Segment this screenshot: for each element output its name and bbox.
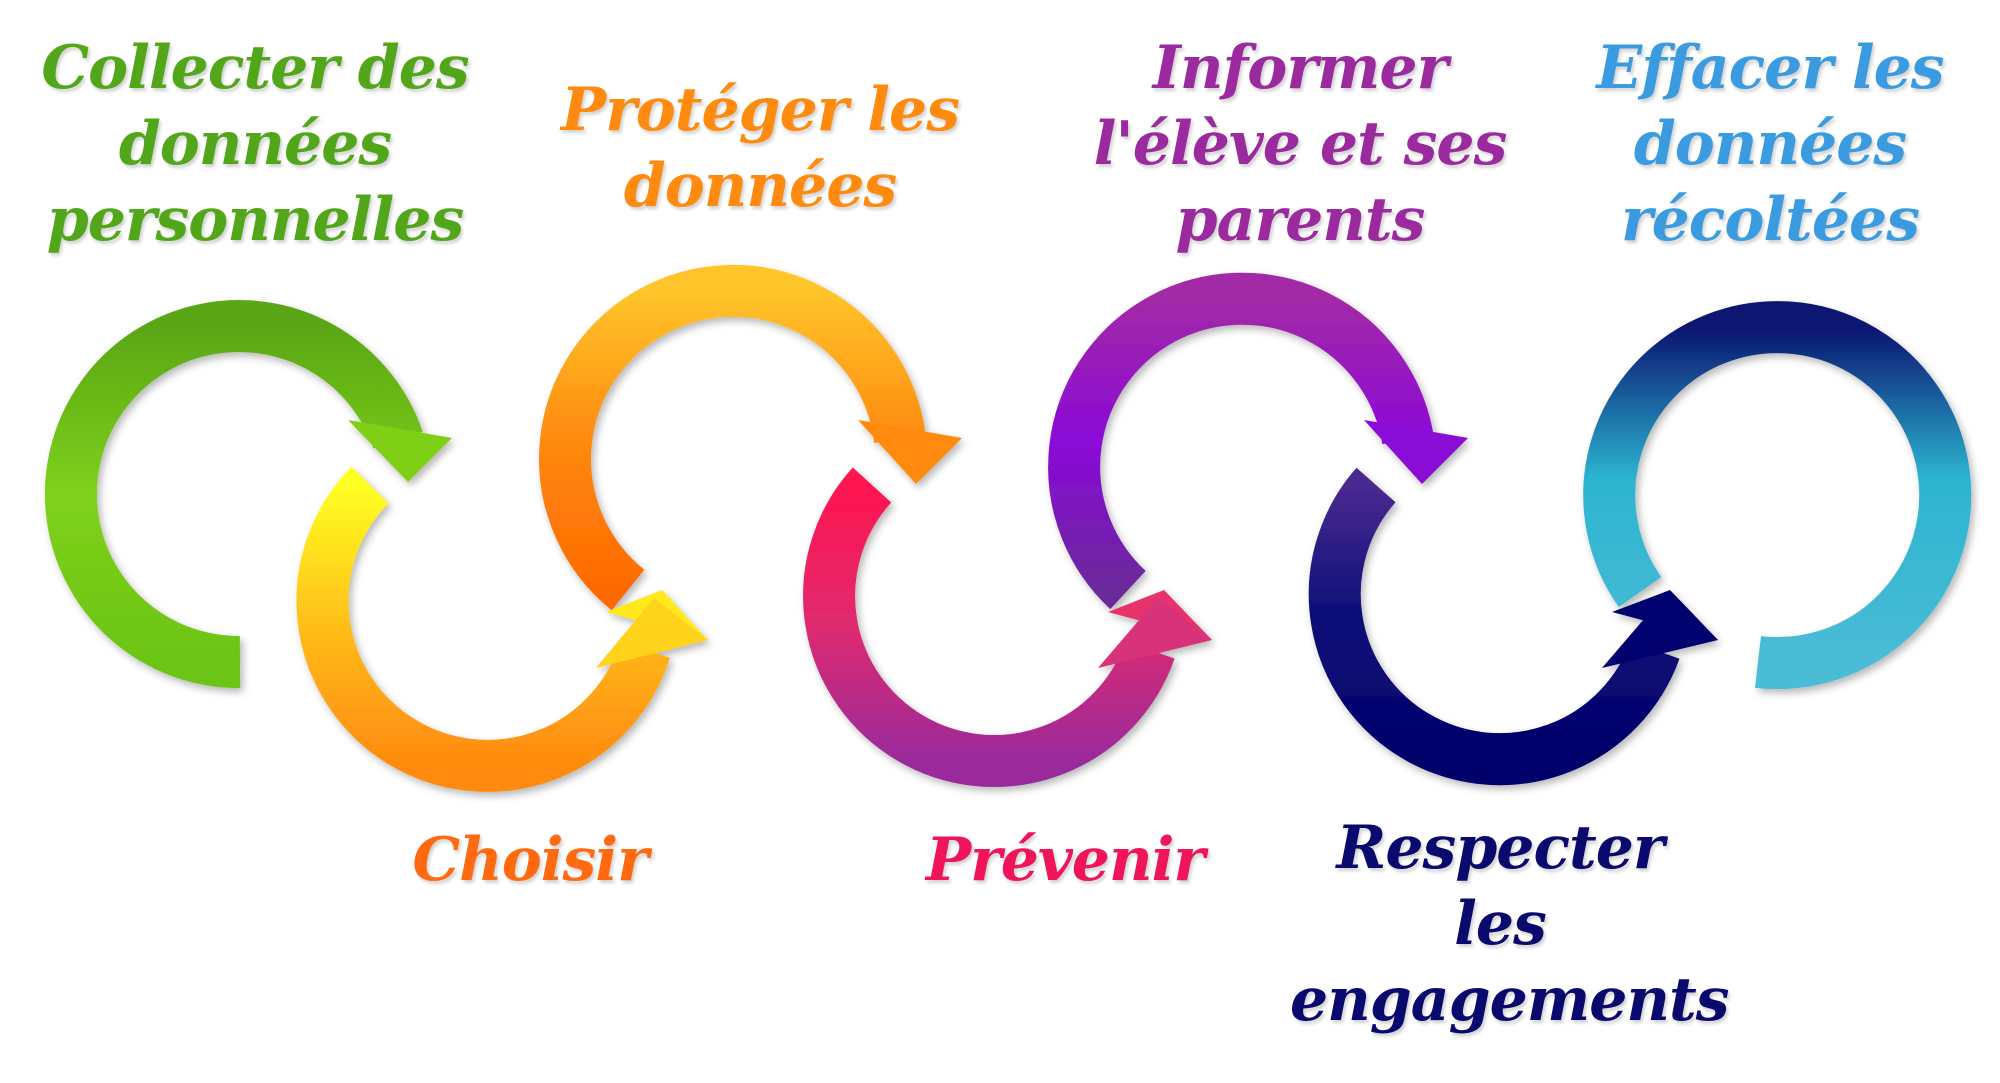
label-respecter: Respecter les engagements xyxy=(1290,813,1730,1035)
label-prevenir: Prévenir xyxy=(926,825,1205,895)
label-proteger: Protéger les données xyxy=(560,75,960,221)
arrow-informer xyxy=(1048,272,1468,610)
arrow-respecter xyxy=(1308,467,1718,786)
arrow-prevenir xyxy=(803,467,1212,787)
arrow-effacer xyxy=(1583,301,1972,690)
label-effacer: Effacer les données récoltées xyxy=(1596,33,1944,255)
arrow-proteger xyxy=(539,264,962,611)
label-collecter: Collecter des données personnelles xyxy=(41,33,469,255)
arrow-collecter xyxy=(44,300,452,689)
label-informer: Informer l'élève et ses parents xyxy=(1093,33,1508,255)
arrow-choisir xyxy=(296,466,708,792)
label-choisir: Choisir xyxy=(412,825,648,895)
